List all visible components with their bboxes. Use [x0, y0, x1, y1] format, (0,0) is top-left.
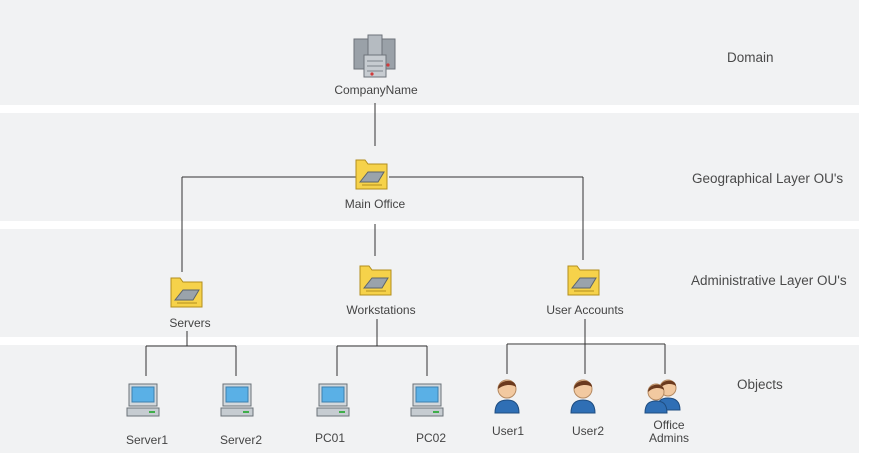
computer-icon	[410, 383, 444, 417]
computer-icon	[316, 383, 350, 417]
layer-band-administrative	[0, 229, 859, 337]
node-label-pc02: PC02	[415, 431, 447, 445]
node-label-company: CompanyName	[334, 83, 418, 97]
computer-icon	[220, 383, 254, 417]
server-cluster-icon	[353, 34, 396, 78]
layer-label-objects: Objects	[737, 377, 783, 392]
node-label-workstations: Workstations	[346, 303, 416, 317]
node-label-servers: Servers	[169, 316, 211, 330]
ou-folder-icon	[170, 277, 203, 308]
ou-folder-icon	[359, 265, 392, 296]
node-label-user-accounts: User Accounts	[546, 303, 624, 317]
office-admins-line1: Office	[653, 418, 685, 432]
user-icon	[494, 379, 520, 414]
node-label-server1: Server1	[125, 433, 169, 447]
ou-folder-icon	[567, 265, 600, 296]
user-group-icon	[644, 379, 681, 414]
computer-icon	[126, 383, 160, 417]
node-label-server2: Server2	[219, 433, 263, 447]
layer-label-domain: Domain	[727, 50, 774, 65]
office-admins-line2: Admins	[648, 431, 690, 445]
node-label-pc01: PC01	[314, 431, 346, 445]
user-icon	[570, 379, 596, 414]
node-label-office-admins: Office Admins	[649, 419, 689, 445]
layer-label-administrative: Administrative Layer OU's	[691, 273, 847, 288]
node-label-main-office: Main Office	[344, 197, 406, 211]
node-label-user1: User1	[491, 424, 525, 438]
layer-band-geographical	[0, 113, 859, 221]
node-label-user2: User2	[571, 424, 605, 438]
ou-folder-icon	[355, 159, 388, 190]
layer-label-geographical: Geographical Layer OU's	[692, 171, 844, 186]
layer-band-domain	[0, 0, 859, 105]
